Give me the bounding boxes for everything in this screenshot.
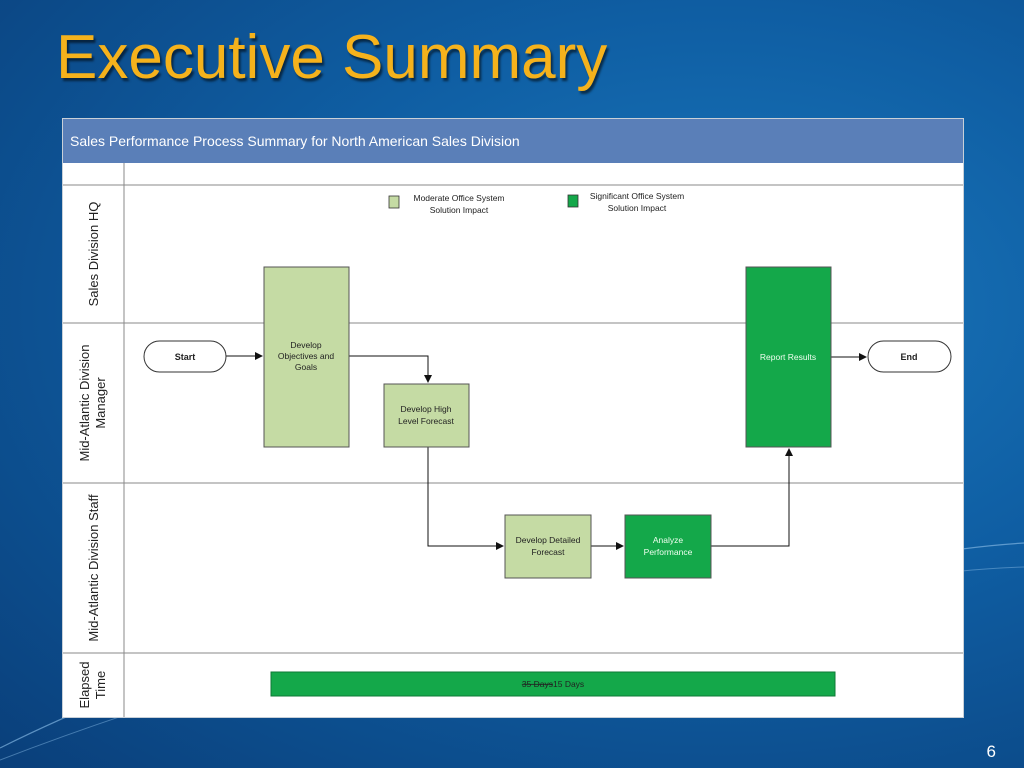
- svg-text:Objectives and: Objectives and: [278, 351, 334, 361]
- svg-text:Report Results: Report Results: [760, 352, 816, 362]
- legend-moderate: Moderate Office System Solution Impact: [388, 193, 505, 215]
- svg-text:Significant Office System: Significant Office System: [590, 191, 684, 201]
- svg-text:Mid-Atlantic Division: Mid-Atlantic Division: [77, 344, 92, 461]
- node-develop-objectives: Develop Objectives and Goals: [263, 266, 350, 448]
- node-develop-high-level-forecast: Develop High Level Forecast: [383, 383, 470, 448]
- process-diagram: Sales Performance Process Summary for No…: [62, 118, 964, 718]
- lane-label-division-staff: Mid-Atlantic Division Staff: [86, 494, 101, 642]
- svg-text:Develop: Develop: [290, 340, 321, 350]
- connector-high-level-to-detailed: [427, 447, 504, 550]
- svg-text:Level Forecast: Level Forecast: [398, 416, 454, 426]
- lane-label-division-manager: Mid-Atlantic Division Manager: [77, 344, 108, 461]
- node-end: End: [867, 340, 952, 373]
- connector-objectives-to-high-level: [349, 355, 432, 383]
- node-start: Start: [143, 340, 227, 373]
- legend-moderate-swatch: [388, 195, 400, 209]
- svg-text:Manager: Manager: [93, 377, 108, 429]
- slide-title: Executive Summary: [56, 23, 608, 92]
- elapsed-new-duration: 15 Days: [553, 679, 584, 689]
- node-develop-detailed-forecast: Develop Detailed Forecast: [504, 514, 592, 579]
- diagram-header-title: Sales Performance Process Summary for No…: [70, 133, 520, 149]
- diagram-header-bar: [63, 119, 963, 163]
- elapsed-time-bar: 35 Days15 Days: [270, 671, 836, 697]
- legend-significant-swatch: [567, 194, 579, 208]
- svg-text:Sales Division HQ: Sales Division HQ: [86, 202, 101, 307]
- elapsed-old-duration: 35 Days: [522, 679, 553, 689]
- svg-text:Solution Impact: Solution Impact: [608, 203, 667, 213]
- node-analyze-performance: Analyze Performance: [624, 514, 712, 579]
- svg-text:Time: Time: [93, 671, 108, 699]
- legend-significant: Significant Office System Solution Impac…: [567, 191, 684, 213]
- svg-text:Performance: Performance: [644, 547, 693, 557]
- node-report-results: Report Results: [745, 266, 832, 448]
- svg-text:Moderate Office System: Moderate Office System: [413, 193, 504, 203]
- svg-text:Solution Impact: Solution Impact: [430, 205, 489, 215]
- svg-text:Develop High: Develop High: [400, 404, 451, 414]
- lane-label-elapsed-time: Elapsed Time: [77, 662, 108, 709]
- lane-label-sales-division-hq: Sales Division HQ: [86, 202, 101, 307]
- svg-text:Forecast: Forecast: [531, 547, 565, 557]
- svg-text:Mid-Atlantic Division Staff: Mid-Atlantic Division Staff: [86, 494, 101, 642]
- svg-text:Start: Start: [175, 352, 196, 362]
- decorative-swoosh-right: [962, 542, 1024, 572]
- svg-text:Goals: Goals: [295, 362, 317, 372]
- page-number: 6: [986, 742, 996, 761]
- svg-text:35 Days15 Days: 35 Days15 Days: [522, 679, 584, 689]
- svg-text:End: End: [901, 352, 918, 362]
- svg-text:Develop Detailed: Develop Detailed: [516, 535, 581, 545]
- svg-text:Elapsed: Elapsed: [77, 662, 92, 709]
- svg-text:Analyze: Analyze: [653, 535, 684, 545]
- connector-analyze-to-report: [711, 448, 793, 547]
